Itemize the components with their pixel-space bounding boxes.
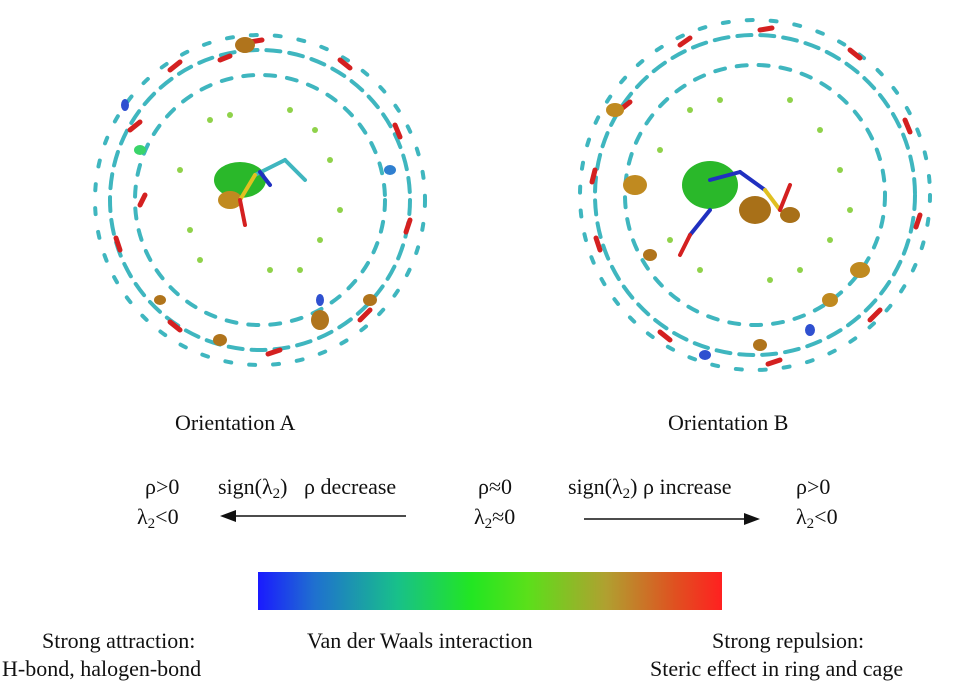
- right-rho-condition: ρ>0: [796, 474, 831, 499]
- strong-repulsion-label: Strong repulsion:: [712, 628, 865, 653]
- orientation-a-caption: Orientation A: [175, 410, 296, 435]
- left-sign-label: sign(λ2) ρ decrease: [218, 474, 397, 502]
- right-sign-label: sign(λ2) ρ increase: [568, 474, 732, 502]
- oxygen-atoms-b: [589, 25, 923, 367]
- nci-isosurfaces-b: [606, 103, 870, 360]
- vdw-interaction-label: Van der Waals interaction: [307, 628, 533, 653]
- left-lambda-condition: λ2<0: [137, 504, 179, 532]
- nci-isosurfaces-a: [121, 37, 396, 346]
- attraction-examples-label: H-bond, halogen-bond: [2, 656, 202, 681]
- molecule-orientation-a-image: [93, 33, 427, 367]
- strong-attraction-label: Strong attraction:: [42, 628, 196, 653]
- nci-color-scale-bar: [258, 572, 722, 610]
- cyclodextrin-ring-b: [578, 18, 932, 372]
- cyclodextrin-ring-a: [93, 33, 427, 367]
- oxygen-atoms-a: [113, 37, 413, 357]
- guest-molecule-a: [238, 158, 307, 227]
- decrease-arrow: [220, 510, 406, 522]
- center-rho-condition: ρ≈0: [478, 474, 513, 499]
- orientation-b-caption: Orientation B: [668, 410, 789, 435]
- guest-molecule-b: [678, 170, 792, 257]
- right-lambda-condition: λ2<0: [796, 504, 838, 532]
- repulsion-examples-label: Steric effect in ring and cage: [650, 656, 904, 681]
- vdw-dots-b: [657, 97, 853, 283]
- left-rho-condition: ρ>0: [145, 474, 180, 499]
- increase-arrow: [584, 513, 760, 525]
- vdw-dots-a: [177, 107, 343, 273]
- molecule-orientation-b-image: [578, 18, 932, 372]
- center-lambda-condition: λ2≈0: [474, 504, 516, 532]
